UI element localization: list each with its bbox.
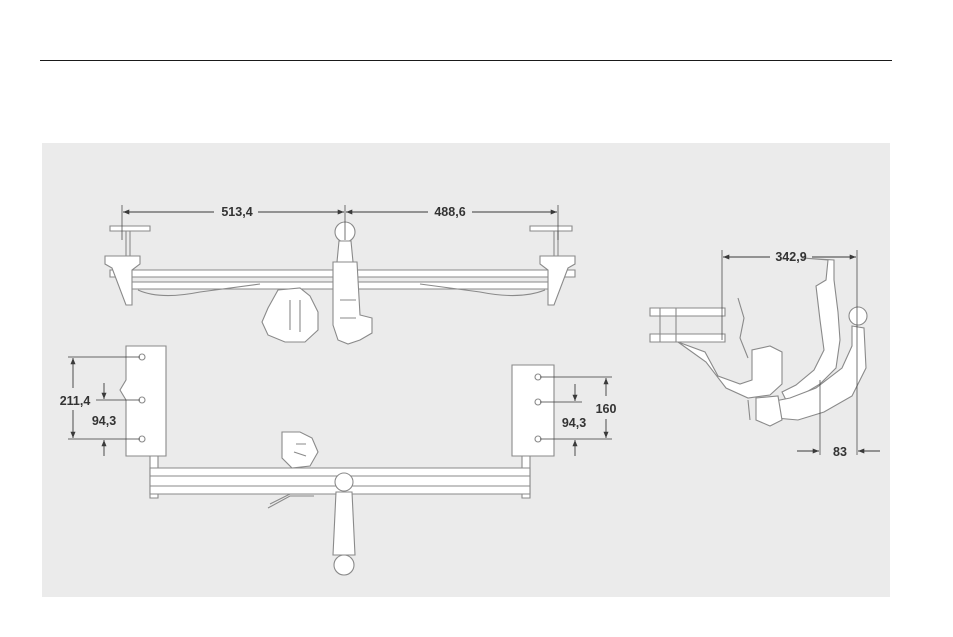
- side-view-drawing: [650, 258, 867, 426]
- dimension-side-length: 342,9: [775, 250, 806, 264]
- dimension-top-left: 513,4: [221, 205, 252, 219]
- bottom-view-drawing: [120, 346, 554, 575]
- dimension-right-spacing: 94,3: [562, 416, 586, 430]
- dimension-left-total: 211,4: [60, 394, 91, 408]
- dimension-top-right: 488,6: [434, 205, 465, 219]
- top-view-drawing: [105, 222, 575, 344]
- dimension-side-offset: 83: [833, 445, 847, 459]
- dimension-right-total: 160: [596, 402, 617, 416]
- dimension-left-spacing: 94,3: [92, 414, 116, 428]
